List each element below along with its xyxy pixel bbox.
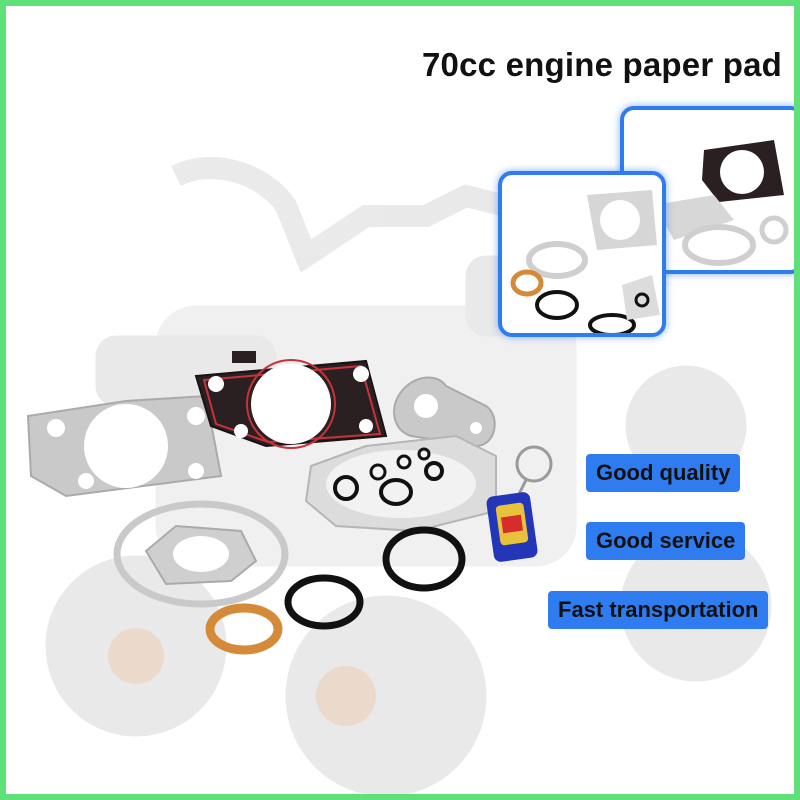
cylinder-head-gasket xyxy=(194,351,388,449)
large-o-ring xyxy=(382,526,466,592)
detail-inset-front xyxy=(498,171,666,337)
intake-gasket xyxy=(113,500,289,608)
copper-exhaust-ring xyxy=(205,603,283,655)
valve-cover-gasket xyxy=(304,434,497,533)
badge-good-service: Good service xyxy=(586,522,746,560)
keychain-icon xyxy=(486,445,553,562)
badge-good-quality: Good quality xyxy=(586,454,741,492)
inset-gaskets-front xyxy=(510,190,660,333)
inset-gaskets-back xyxy=(654,140,789,266)
product-title: 70cc engine paper pad xyxy=(422,46,782,83)
badge-fast-transportation: Fast transportation xyxy=(548,591,769,629)
medium-o-ring xyxy=(284,574,364,630)
side-gasket xyxy=(393,376,496,448)
cylinder-base-gasket xyxy=(26,394,223,498)
